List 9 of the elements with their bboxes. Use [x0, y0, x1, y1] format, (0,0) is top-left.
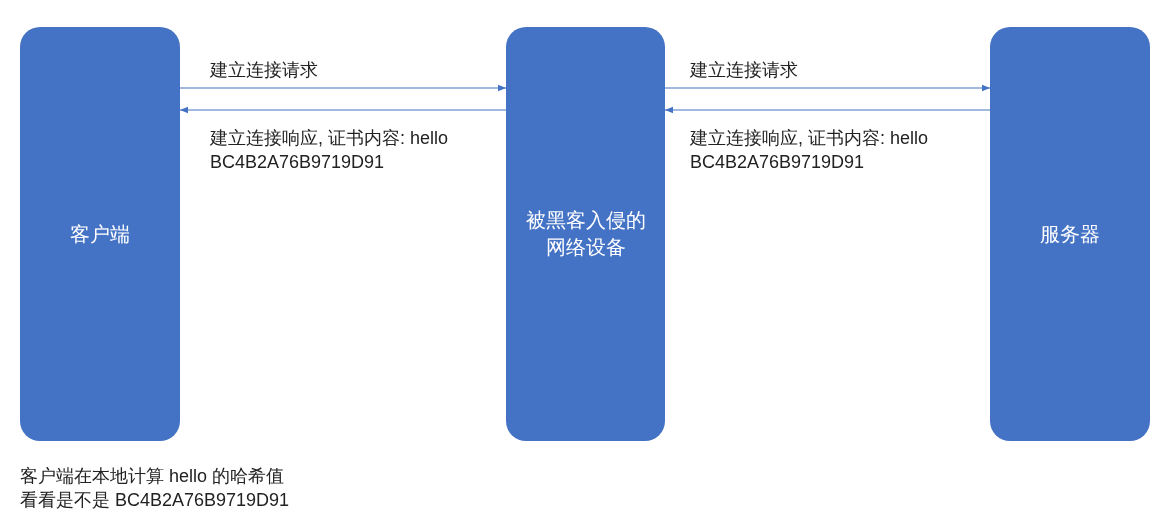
edge-label: 建立连接请求: [690, 58, 798, 82]
device-box: 被黑客入侵的网络设备: [506, 27, 665, 441]
arrow: [179, 106, 507, 114]
device-box: 客户端: [20, 27, 180, 441]
arrow: [664, 106, 991, 114]
device-box: 服务器: [990, 27, 1150, 441]
edge-label: 建立连接请求: [210, 58, 318, 82]
arrow: [179, 84, 507, 92]
arrow: [664, 84, 991, 92]
